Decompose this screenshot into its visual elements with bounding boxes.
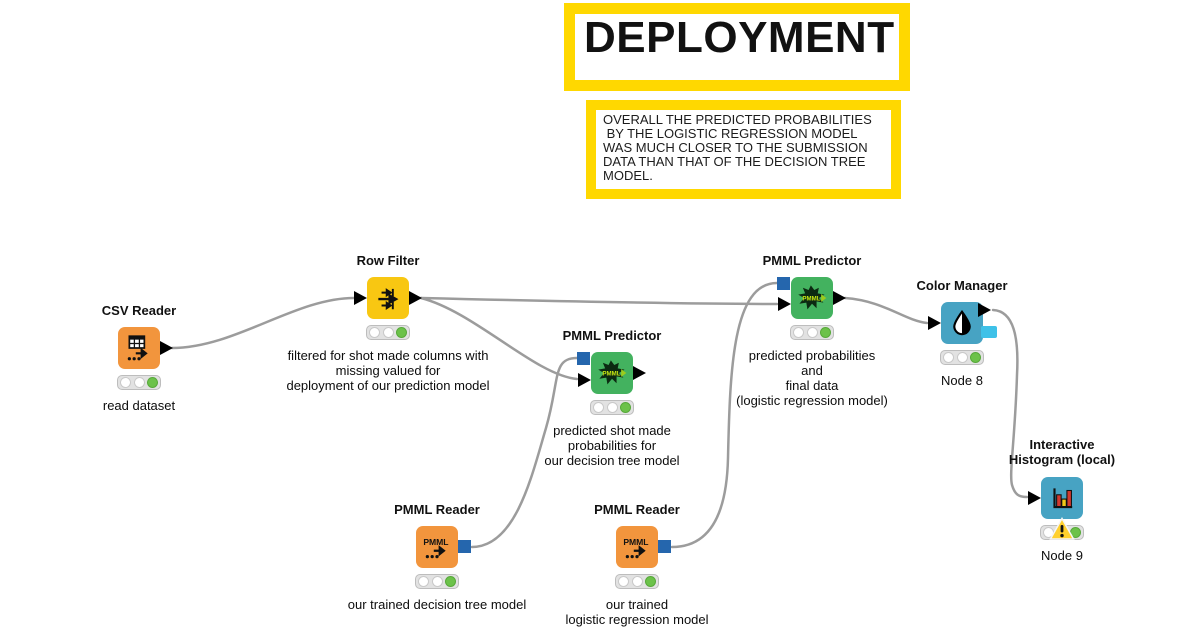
traffic-yellow xyxy=(631,576,643,587)
pmml-reader-icon: PMML xyxy=(623,537,649,559)
status-traffic-light xyxy=(940,350,984,365)
status-traffic-light xyxy=(615,574,659,589)
status-traffic-light xyxy=(366,325,410,340)
wire-pmmlreader-lr-to-pmmlpredictor-lr[interactable] xyxy=(670,281,779,549)
traffic-red xyxy=(943,352,954,363)
svg-text:PMML: PMML xyxy=(623,537,648,547)
node-title: PMML Reader xyxy=(394,502,480,517)
traffic-yellow xyxy=(956,352,968,363)
node-caption: our trained logistic regression model xyxy=(565,597,709,627)
traffic-yellow xyxy=(431,576,443,587)
node-caption: predicted probabilities and final data (… xyxy=(736,348,888,408)
input-port[interactable] xyxy=(1028,491,1041,505)
status-traffic-light xyxy=(590,400,634,415)
node-caption: read dataset xyxy=(102,398,176,413)
pmml-reader-node-body[interactable]: PMML xyxy=(416,526,458,568)
data-output-port[interactable] xyxy=(978,303,991,317)
traffic-yellow xyxy=(382,327,394,338)
status-traffic-light xyxy=(415,574,459,589)
traffic-green xyxy=(396,327,407,338)
traffic-green xyxy=(445,576,456,587)
input-port[interactable] xyxy=(354,291,367,305)
node-caption: predicted shot made probabilities for ou… xyxy=(544,423,680,468)
color-manager-node-body[interactable] xyxy=(941,302,983,344)
output-port[interactable] xyxy=(160,341,173,355)
traffic-green xyxy=(820,327,831,338)
traffic-red xyxy=(618,576,629,587)
traffic-red xyxy=(418,576,429,587)
histogram-icon xyxy=(1053,488,1073,509)
node-caption: Node 8 xyxy=(941,373,983,388)
node-title: Interactive Histogram (local) xyxy=(1008,437,1116,467)
pmml-predictor-icon: PMML xyxy=(798,285,827,310)
pmml-model-input-port[interactable] xyxy=(577,352,590,365)
output-port[interactable] xyxy=(833,291,846,305)
deployment-annotation-box[interactable]: DEPLOYMENT xyxy=(564,3,910,91)
wire-rowfilter-to-pmmlpredictor-lr[interactable] xyxy=(419,296,779,306)
wire-pmmlreader-dt-to-pmmlpredictor-dt[interactable] xyxy=(470,356,579,549)
traffic-red xyxy=(793,327,804,338)
csv-reader-node-body[interactable] xyxy=(118,327,160,369)
svg-text:PMML: PMML xyxy=(802,295,820,302)
traffic-yellow xyxy=(133,377,145,388)
traffic-yellow xyxy=(606,402,618,413)
traffic-green xyxy=(970,352,981,363)
svg-text:PMML: PMML xyxy=(602,370,620,377)
color-model-output-port[interactable] xyxy=(981,326,997,338)
traffic-green xyxy=(620,402,631,413)
node-title: CSV Reader xyxy=(101,303,177,318)
node-caption: filtered for shot made columns with miss… xyxy=(286,348,490,393)
node-title: PMML Predictor xyxy=(762,253,862,268)
warning-icon xyxy=(1049,517,1075,540)
wire-colormanager-to-histogram[interactable] xyxy=(991,308,1029,499)
traffic-green xyxy=(147,377,158,388)
node-row-filter[interactable]: Row Filter filtered for shot made column… xyxy=(286,253,489,393)
traffic-green xyxy=(645,576,656,587)
histogram-node-body[interactable] xyxy=(1041,477,1083,519)
row-filter-icon xyxy=(378,288,399,310)
node-caption: our trained decision tree model xyxy=(347,597,527,612)
pmml-model-output-port[interactable] xyxy=(458,540,471,553)
data-input-port[interactable] xyxy=(778,297,791,311)
output-port[interactable] xyxy=(633,366,646,380)
csv-table-icon xyxy=(127,335,148,361)
deployment-title: DEPLOYMENT xyxy=(584,13,895,62)
traffic-red xyxy=(369,327,380,338)
pmml-predictor-node-body[interactable]: PMML xyxy=(591,352,633,394)
pmml-predictor-icon: PMML xyxy=(598,360,627,385)
pmml-model-output-port[interactable] xyxy=(658,540,671,553)
traffic-yellow xyxy=(806,327,818,338)
status-traffic-light xyxy=(117,375,161,390)
node-csv-reader[interactable]: CSV Reader read dataset xyxy=(102,303,176,413)
output-port[interactable] xyxy=(409,291,422,305)
pmml-model-input-port[interactable] xyxy=(777,277,790,290)
summary-annotation-box[interactable]: OVERALL THE PREDICTED PROBABILITIES BY T… xyxy=(586,100,901,199)
node-color-manager[interactable]: Color Manager Node 8 xyxy=(916,278,1007,388)
wire-csvreader-to-rowfilter[interactable] xyxy=(170,296,356,350)
node-title: PMML Predictor xyxy=(562,328,662,343)
summary-annotation-text: OVERALL THE PREDICTED PROBABILITIES BY T… xyxy=(603,112,872,183)
pmml-reader-node-body[interactable]: PMML xyxy=(616,526,658,568)
color-droplet-icon xyxy=(953,309,971,336)
node-pmml-reader-logistic-regression[interactable]: PMML Reader PMML our trained logistic re… xyxy=(565,502,708,627)
node-interactive-histogram[interactable]: Interactive Histogram (local) Node 9 xyxy=(1009,437,1115,563)
pmml-predictor-node-body[interactable]: PMML xyxy=(791,277,833,319)
node-title: Color Manager xyxy=(916,278,1008,293)
status-traffic-light xyxy=(790,325,834,340)
node-caption: Node 9 xyxy=(1041,548,1083,563)
node-pmml-predictor-logistic-regression[interactable]: PMML Predictor PMML predicted probabilit… xyxy=(736,253,888,408)
data-input-port[interactable] xyxy=(578,373,591,387)
node-pmml-predictor-decision-tree[interactable]: PMML Predictor PMML predicted shot made … xyxy=(544,328,679,468)
traffic-red xyxy=(120,377,131,388)
node-pmml-reader-decision-tree[interactable]: PMML Reader PMML our trained decision tr… xyxy=(348,502,527,612)
node-title: PMML Reader xyxy=(594,502,680,517)
pmml-reader-icon: PMML xyxy=(423,537,449,559)
node-title: Row Filter xyxy=(356,253,420,268)
input-port[interactable] xyxy=(928,316,941,330)
wire-pmmlpredictor-lr-to-colormanager[interactable] xyxy=(843,296,929,325)
wire-rowfilter-to-pmmlpredictor-dt[interactable] xyxy=(419,296,579,381)
traffic-red xyxy=(593,402,604,413)
svg-text:PMML: PMML xyxy=(423,537,448,547)
row-filter-node-body[interactable] xyxy=(367,277,409,319)
